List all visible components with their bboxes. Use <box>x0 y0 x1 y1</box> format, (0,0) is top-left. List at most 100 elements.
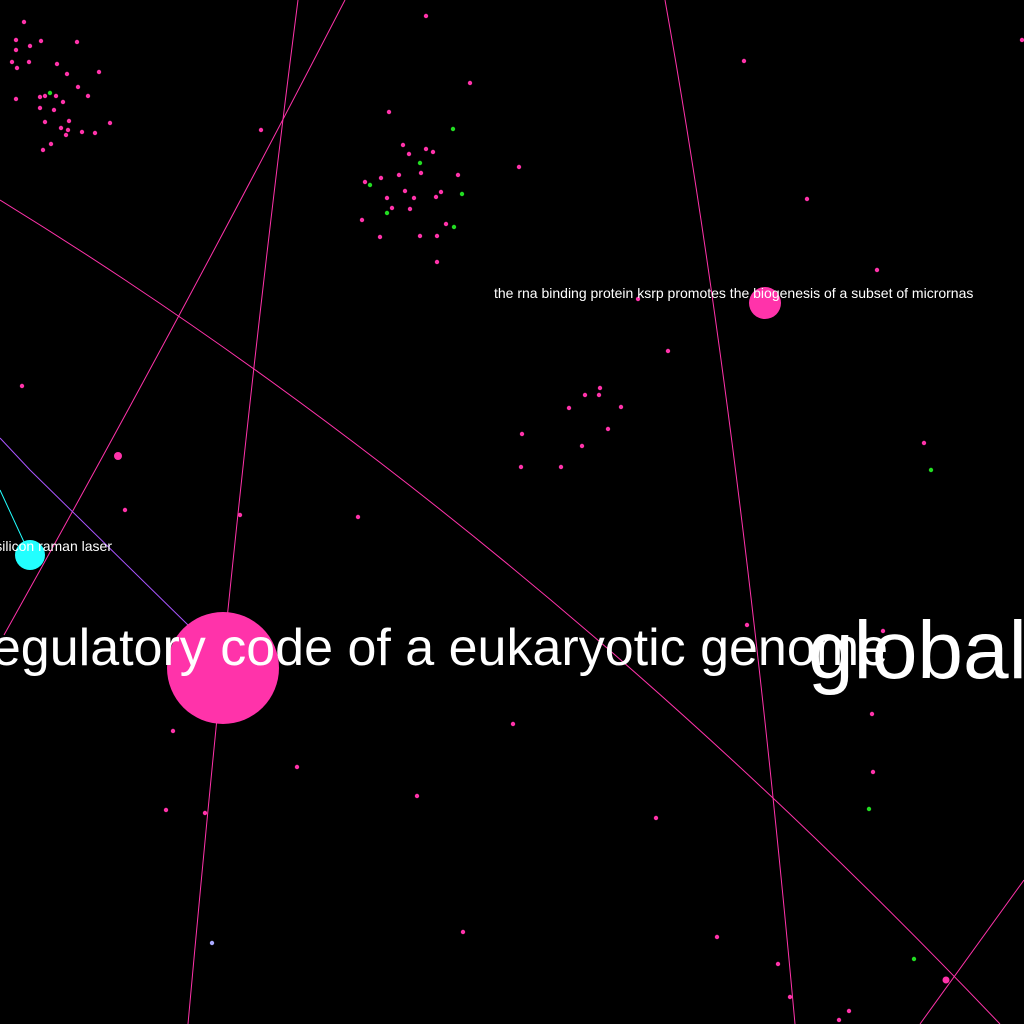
node-medium[interactable] <box>114 452 122 460</box>
graph-node-91[interactable] <box>170 728 176 734</box>
graph-node-58[interactable] <box>443 221 449 227</box>
graph-node-74[interactable] <box>618 404 624 410</box>
graph-node-73[interactable] <box>566 405 572 411</box>
graph-node-42[interactable] <box>396 172 402 178</box>
graph-node-50[interactable] <box>459 191 465 197</box>
graph-node-107[interactable] <box>1019 37 1024 43</box>
graph-node-97[interactable] <box>653 815 659 821</box>
graph-node-12[interactable] <box>75 84 81 90</box>
graph-node-66[interactable] <box>804 196 810 202</box>
graph-node-10[interactable] <box>96 69 102 75</box>
graph-node-86[interactable] <box>744 622 750 628</box>
graph-node-98[interactable] <box>460 929 466 935</box>
graph-node-54[interactable] <box>389 205 395 211</box>
graph-node-52[interactable] <box>411 195 417 201</box>
graph-node-17[interactable] <box>85 93 91 99</box>
graph-node-92[interactable] <box>510 721 516 727</box>
graph-node-1[interactable] <box>13 37 19 43</box>
graph-node-25[interactable] <box>58 125 64 131</box>
graph-node-94[interactable] <box>414 793 420 799</box>
graph-node-89[interactable] <box>870 769 876 775</box>
graph-node-72[interactable] <box>596 392 602 398</box>
graph-node-49[interactable] <box>438 189 444 195</box>
graph-node-26[interactable] <box>65 127 71 133</box>
graph-node-5[interactable] <box>74 39 80 45</box>
graph-node-40[interactable] <box>406 151 412 157</box>
graph-node-15[interactable] <box>53 93 59 99</box>
graph-node-2[interactable] <box>38 38 44 44</box>
graph-node-30[interactable] <box>48 141 54 147</box>
graph-node-104[interactable] <box>787 994 793 1000</box>
graph-node-102[interactable] <box>775 961 781 967</box>
graph-node-88[interactable] <box>869 711 875 717</box>
graph-node-39[interactable] <box>430 149 436 155</box>
graph-node-32[interactable] <box>423 13 429 19</box>
graph-node-79[interactable] <box>558 464 564 470</box>
node-ksrp[interactable] <box>749 287 781 319</box>
graph-node-96[interactable] <box>202 810 208 816</box>
graph-node-43[interactable] <box>418 170 424 176</box>
graph-node-80[interactable] <box>19 383 25 389</box>
graph-node-83[interactable] <box>355 514 361 520</box>
graph-node-103[interactable] <box>942 976 950 984</box>
graph-node-23[interactable] <box>66 118 72 124</box>
graph-node-95[interactable] <box>163 807 169 813</box>
graph-node-6[interactable] <box>9 59 15 65</box>
graph-node-38[interactable] <box>423 146 429 152</box>
graph-node-67[interactable] <box>874 267 880 273</box>
graph-node-7[interactable] <box>26 59 32 65</box>
graph-node-99[interactable] <box>714 934 720 940</box>
graph-node-71[interactable] <box>582 392 588 398</box>
graph-node-61[interactable] <box>417 233 423 239</box>
graph-node-63[interactable] <box>434 259 440 265</box>
graph-node-33[interactable] <box>467 80 473 86</box>
graph-node-13[interactable] <box>47 90 53 96</box>
graph-node-18[interactable] <box>13 96 19 102</box>
graph-node-14[interactable] <box>42 93 48 99</box>
graph-node-75[interactable] <box>605 426 611 432</box>
graph-node-47[interactable] <box>367 182 373 188</box>
node-regulatory-code[interactable] <box>167 612 279 724</box>
graph-node-22[interactable] <box>42 119 48 125</box>
graph-node-76[interactable] <box>519 431 525 437</box>
graph-node-90[interactable] <box>866 806 872 812</box>
graph-node-106[interactable] <box>836 1017 842 1023</box>
graph-node-78[interactable] <box>518 464 524 470</box>
graph-node-101[interactable] <box>911 956 917 962</box>
graph-node-27[interactable] <box>79 129 85 135</box>
graph-node-41[interactable] <box>417 160 423 166</box>
graph-node-81[interactable] <box>122 507 128 513</box>
graph-node-100[interactable] <box>209 940 215 946</box>
graph-node-105[interactable] <box>846 1008 852 1014</box>
graph-node-48[interactable] <box>402 188 408 194</box>
graph-node-62[interactable] <box>434 233 440 239</box>
graph-node-68[interactable] <box>635 296 641 302</box>
graph-node-44[interactable] <box>455 172 461 178</box>
graph-node-37[interactable] <box>400 142 406 148</box>
graph-node-56[interactable] <box>384 210 390 216</box>
graph-node-69[interactable] <box>665 348 671 354</box>
graph-node-28[interactable] <box>92 130 98 136</box>
graph-node-84[interactable] <box>921 440 927 446</box>
graph-node-53[interactable] <box>433 194 439 200</box>
node-raman-laser[interactable] <box>15 540 45 570</box>
graph-node-20[interactable] <box>37 105 43 111</box>
graph-node-70[interactable] <box>597 385 603 391</box>
graph-node-9[interactable] <box>14 65 20 71</box>
graph-node-8[interactable] <box>54 61 60 67</box>
graph-node-24[interactable] <box>107 120 113 126</box>
graph-node-11[interactable] <box>64 71 70 77</box>
graph-node-3[interactable] <box>27 43 33 49</box>
graph-node-77[interactable] <box>579 443 585 449</box>
graph-node-85[interactable] <box>928 467 934 473</box>
graph-node-19[interactable] <box>60 99 66 105</box>
graph-node-87[interactable] <box>880 628 886 634</box>
graph-node-34[interactable] <box>258 127 264 133</box>
graph-node-35[interactable] <box>386 109 392 115</box>
graph-node-36[interactable] <box>450 126 456 132</box>
graph-node-0[interactable] <box>21 19 27 25</box>
graph-node-45[interactable] <box>378 175 384 181</box>
graph-node-93[interactable] <box>294 764 300 770</box>
graph-node-29[interactable] <box>63 132 69 138</box>
